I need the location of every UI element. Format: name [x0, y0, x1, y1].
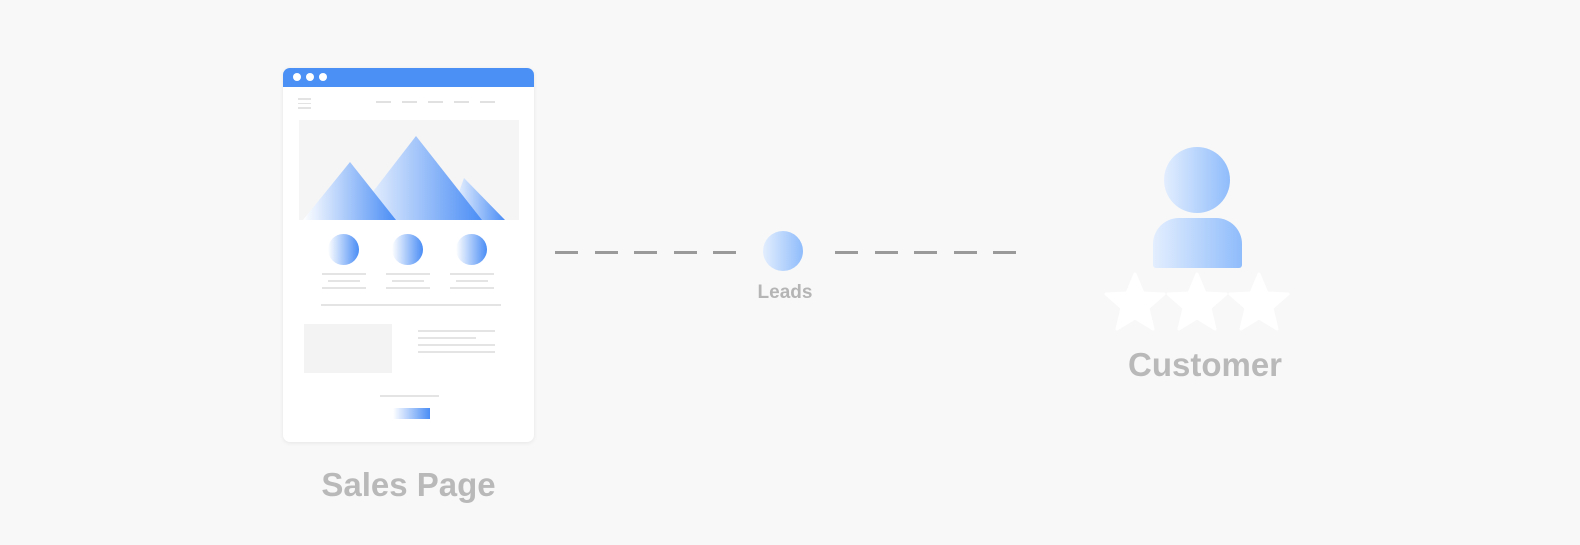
leads-label: Leads	[757, 282, 813, 303]
text-placeholder	[380, 395, 439, 397]
star-icon	[1166, 272, 1228, 331]
text-placeholder	[418, 330, 495, 332]
text-placeholder	[392, 280, 424, 282]
text-placeholder	[328, 280, 360, 282]
window-dot-icon	[306, 73, 314, 81]
text-placeholder	[418, 351, 495, 353]
star-icon	[1228, 272, 1290, 331]
nav-placeholder	[428, 101, 443, 103]
mountains-icon	[303, 136, 505, 220]
person-body-icon	[1153, 218, 1242, 268]
star-icon	[1104, 272, 1166, 331]
connector-dash	[595, 251, 618, 254]
lead-dot-icon	[763, 231, 803, 271]
text-placeholder	[386, 273, 430, 275]
connector-dash	[954, 251, 977, 254]
sales-page-label: Sales Page	[321, 466, 496, 503]
text-placeholder	[418, 337, 476, 339]
connector-dash	[835, 251, 858, 254]
browser-title-bar	[283, 68, 534, 87]
text-placeholder	[322, 273, 366, 275]
divider	[321, 304, 501, 306]
content-image-placeholder	[304, 324, 392, 373]
text-placeholder	[456, 280, 488, 282]
text-placeholder	[450, 287, 494, 289]
connector-dash	[914, 251, 937, 254]
connector-dash	[875, 251, 898, 254]
text-placeholder	[322, 287, 366, 289]
window-dot-icon	[319, 73, 327, 81]
nav-placeholder	[402, 101, 417, 103]
person-head-icon	[1164, 147, 1230, 213]
text-placeholder	[418, 344, 495, 346]
cta-button-placeholder	[393, 408, 430, 419]
connector-dash	[634, 251, 657, 254]
nav-placeholder	[480, 101, 495, 103]
feature-icon	[328, 234, 359, 265]
text-placeholder	[386, 287, 430, 289]
hero-image	[299, 120, 519, 220]
customer-label: Customer	[1127, 346, 1283, 383]
nav-placeholder	[376, 101, 391, 103]
connector-dash	[993, 251, 1016, 254]
feature-icon	[392, 234, 423, 265]
feature-icon	[456, 234, 487, 265]
hamburger-menu-icon	[298, 98, 311, 110]
connector-dash	[713, 251, 736, 254]
nav-placeholder	[454, 101, 469, 103]
sales-page-mockup	[283, 68, 534, 442]
connector-dash	[555, 251, 578, 254]
connector-dash	[674, 251, 697, 254]
text-placeholder	[450, 273, 494, 275]
window-dot-icon	[293, 73, 301, 81]
